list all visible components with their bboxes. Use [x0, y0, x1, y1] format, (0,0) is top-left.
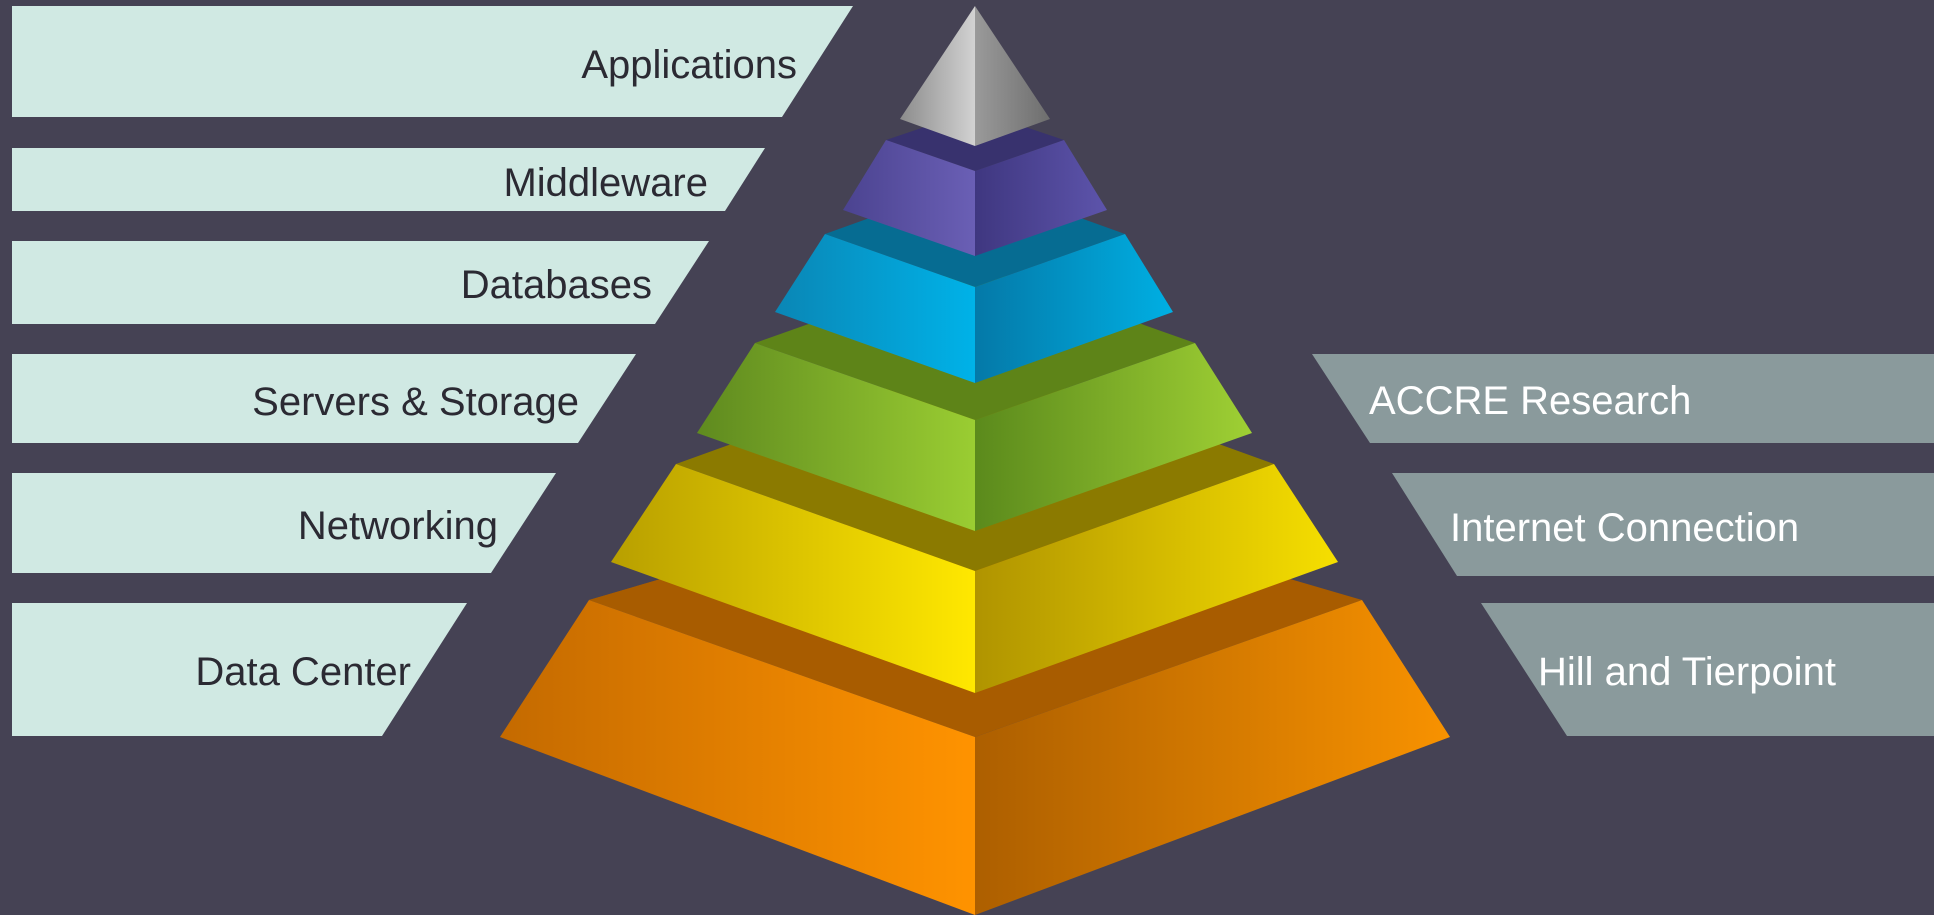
pyramid-tier-apex	[900, 6, 1050, 146]
left-banner-shape	[12, 354, 636, 443]
tier-left-face	[775, 234, 975, 383]
tier-right-face	[975, 140, 1107, 256]
left-banner-shape	[12, 603, 467, 736]
left-banner-shape	[12, 473, 556, 573]
right-banner-shape	[1312, 354, 1934, 443]
tier-right-face	[975, 464, 1338, 693]
left-banner-middleware: Middleware	[12, 148, 765, 211]
right-banner-hill-tierpoint: Hill and Tierpoint	[1481, 603, 1934, 736]
right-label-accre-research: ACCRE Research	[1369, 379, 1691, 423]
tier-right-face	[975, 600, 1450, 915]
left-banner-shape	[12, 6, 853, 117]
left-label-servers-storage: Servers & Storage	[252, 380, 579, 424]
tier-left-face	[900, 6, 975, 146]
left-banner-shape	[12, 241, 709, 324]
left-label-applications: Applications	[581, 43, 797, 87]
left-label-networking: Networking	[298, 504, 498, 548]
tier-left-face	[843, 140, 975, 256]
left-label-databases: Databases	[461, 263, 652, 307]
left-banner-data-center: Data Center	[12, 603, 467, 736]
left-banner-networking: Networking	[12, 473, 556, 573]
left-banner-shape	[12, 148, 765, 211]
right-banner-shape	[1392, 473, 1934, 576]
right-label-internet-connection: Internet Connection	[1450, 506, 1799, 550]
tier-left-face	[500, 600, 975, 915]
left-label-middleware: Middleware	[503, 161, 708, 205]
right-label-hill-tierpoint: Hill and Tierpoint	[1538, 650, 1836, 694]
left-banner-servers-storage: Servers & Storage	[12, 354, 636, 443]
right-banner-shape	[1481, 603, 1934, 736]
tier-left-face	[697, 343, 975, 531]
left-banner-applications: Applications	[12, 6, 853, 117]
tier-right-face	[975, 6, 1050, 146]
right-banner-internet-connection: Internet Connection	[1392, 473, 1934, 576]
tier-right-face	[975, 343, 1252, 531]
left-banner-databases: Databases	[12, 241, 709, 324]
right-banner-accre-research: ACCRE Research	[1312, 354, 1934, 443]
tier-right-face	[975, 234, 1173, 383]
left-label-data-center: Data Center	[195, 650, 411, 694]
tier-left-face	[611, 464, 975, 693]
